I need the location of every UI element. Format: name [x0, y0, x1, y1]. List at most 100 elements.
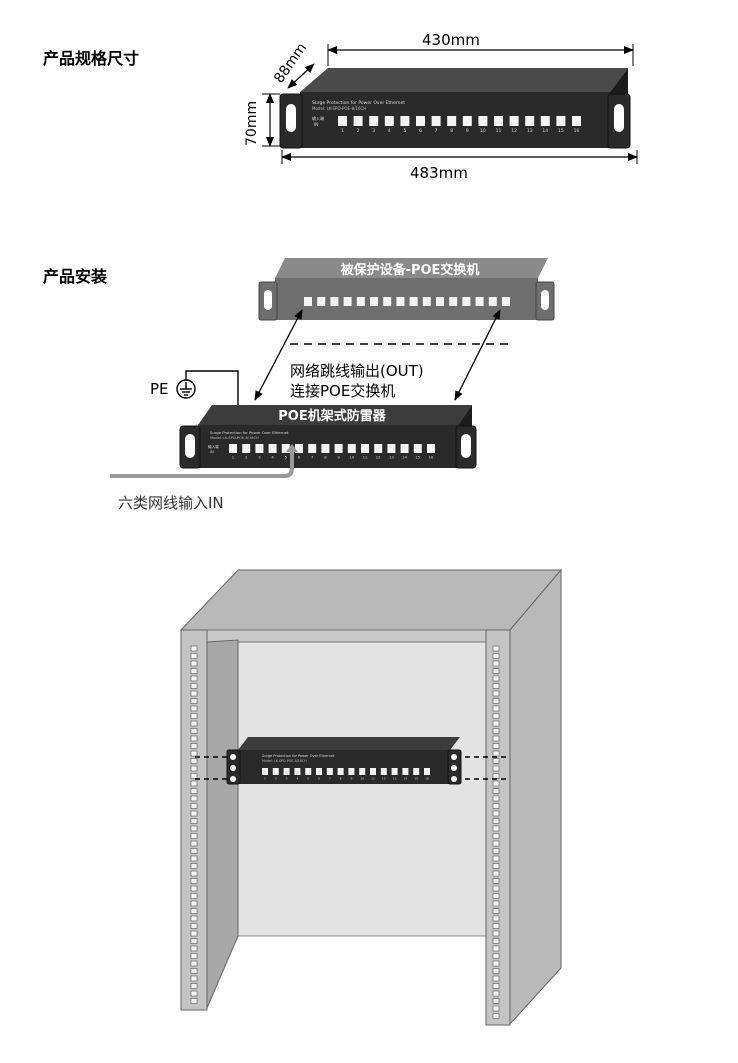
rack-hole	[492, 803, 500, 809]
rj45-port	[436, 297, 444, 306]
rj45-port	[294, 768, 301, 775]
rj45-port	[447, 116, 457, 126]
device-line2-text: Model: LK-SPD-POE-8/16CH	[312, 106, 366, 111]
protector-line2-text: Model: LK-SPD-POE-8/16CH	[210, 436, 259, 440]
rj45-port	[478, 116, 488, 126]
rj45-port	[502, 297, 510, 306]
rj45-port	[400, 444, 409, 453]
rack-hole	[190, 885, 198, 892]
rack-hole	[190, 930, 198, 937]
cabinet-device-top	[238, 737, 460, 750]
rack-hole	[492, 945, 500, 952]
rack-hole	[492, 870, 500, 877]
rack-hole	[190, 810, 198, 817]
rj45-port	[391, 768, 398, 775]
dim-depth-line	[287, 63, 315, 89]
rack-hole	[492, 818, 500, 824]
port-number: 15	[415, 454, 420, 459]
rj45-port	[424, 768, 430, 775]
rj45-port	[509, 116, 519, 126]
rack-hole	[492, 855, 500, 862]
rack-hole	[190, 653, 198, 659]
port-number: 11	[371, 777, 375, 781]
rj45-port	[330, 297, 339, 306]
protector-label: POE机架式防雷器	[278, 408, 386, 424]
rack-hole	[492, 915, 500, 922]
port-number: 1	[232, 454, 235, 459]
rack-hole	[492, 885, 500, 892]
rj45-port	[347, 444, 356, 453]
switch-left-ear-slot	[264, 290, 272, 310]
port-number: 13	[389, 454, 394, 459]
rj45-port	[304, 297, 312, 306]
port-number: 16	[425, 777, 429, 781]
port-number: 15	[558, 128, 564, 134]
rack-hole	[190, 780, 198, 787]
rj45-port	[427, 444, 435, 453]
port-number: 11	[496, 128, 502, 134]
rack-hole	[190, 675, 198, 682]
rack-hole	[190, 833, 198, 839]
port-number: 15	[414, 777, 418, 781]
rack-hole	[492, 645, 500, 652]
rack-hole	[190, 803, 198, 809]
rack-hole	[190, 735, 198, 742]
rj45-port	[348, 768, 355, 775]
port-number: 4	[271, 454, 274, 459]
rack-hole	[190, 645, 198, 652]
port-number: 2	[275, 777, 277, 781]
rack-hole	[190, 758, 198, 764]
port-number: 8	[450, 128, 453, 134]
left-ear-slot	[286, 104, 296, 132]
rack-hole	[492, 825, 500, 832]
switch-label: 被保护设备-POE交换机	[340, 262, 480, 278]
dim-width-bottom-label: 483mm	[410, 164, 468, 182]
rj45-port	[242, 444, 251, 453]
rack-hole	[492, 660, 500, 667]
protector-left-ear-slot	[185, 434, 195, 458]
protector-line1-text: Surge Protection for Power Over Ethernet	[210, 430, 289, 435]
right-ear-slot	[614, 104, 624, 132]
rack-hole	[190, 795, 198, 802]
port-number: 5	[403, 128, 406, 134]
port-number: 12	[511, 128, 517, 134]
rj45-port	[334, 444, 343, 453]
port-number: 10	[349, 454, 354, 459]
rack-hole	[492, 765, 500, 772]
rj45-port	[572, 116, 581, 126]
cabinet-drawing: Surge Protection for Power Over Ethernet…	[179, 568, 563, 1026]
rj45-port	[305, 768, 312, 775]
port-number: 3	[258, 454, 261, 459]
rj45-port	[416, 116, 425, 126]
rj45-port	[494, 116, 503, 126]
rack-hole	[190, 720, 198, 727]
rack-hole	[492, 773, 500, 779]
rack-hole	[190, 765, 198, 772]
rack-hole	[190, 908, 198, 914]
dim-width-top-label: 430mm	[422, 31, 480, 49]
device-top-face	[300, 68, 628, 92]
rack-hole	[190, 773, 198, 779]
rack-hole	[190, 848, 198, 854]
rack-hole	[190, 705, 198, 712]
right-post-holes	[492, 645, 500, 1019]
out-label-line2: 连接POE交换机	[290, 382, 395, 400]
port-number: 2	[357, 128, 360, 134]
install-section-title: 产品安装	[43, 267, 108, 286]
port-number: 1	[264, 777, 266, 781]
rack-hole	[492, 938, 500, 944]
rack-hole	[492, 735, 500, 742]
rack-hole	[190, 998, 198, 1004]
protector-in-label-en: IN	[210, 450, 214, 454]
rack-hole	[190, 900, 198, 907]
cabinet-right-side	[509, 568, 562, 1026]
rj45-port	[338, 116, 347, 126]
rack-hole	[492, 923, 500, 929]
rj45-port	[462, 297, 471, 306]
rj45-port	[383, 297, 392, 306]
ground-wire	[185, 370, 239, 405]
rack-hole	[492, 983, 500, 989]
